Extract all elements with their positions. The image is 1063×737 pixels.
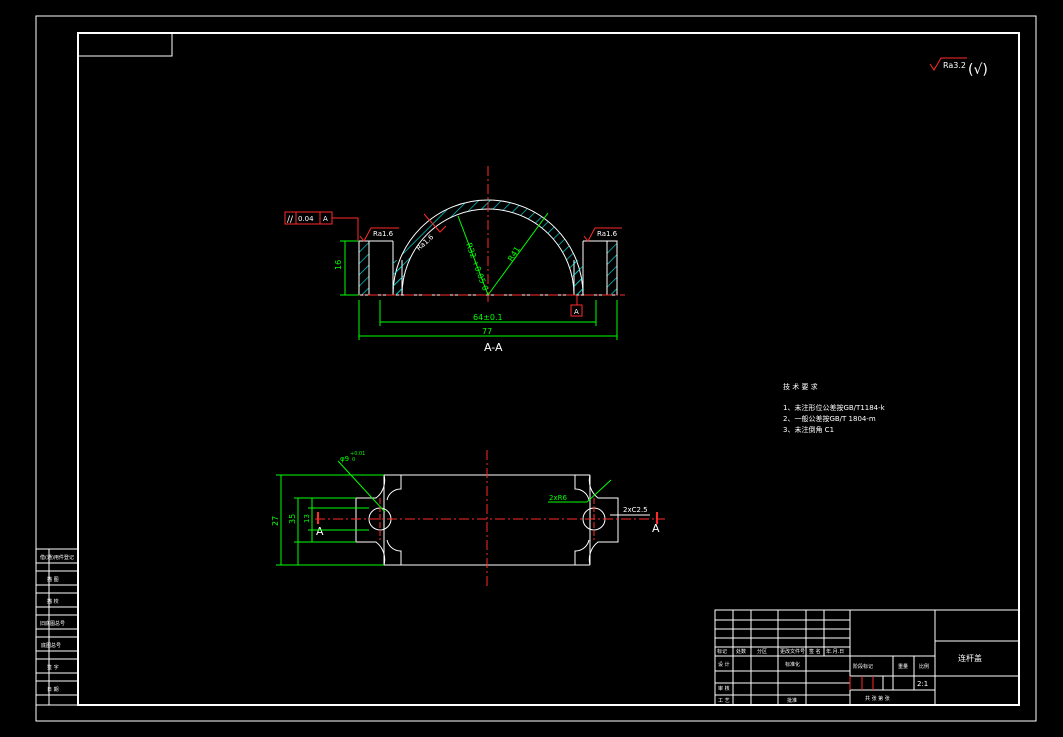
- tech-item: 3、未注倒角 C1: [783, 425, 834, 434]
- width-dim-outer: 77: [482, 327, 492, 336]
- tech-item: 1、未注形位公差按GB/T1184-k: [783, 403, 886, 412]
- radius-outer-dim: R41: [506, 245, 522, 263]
- stamp-cell: 签 字: [47, 664, 59, 671]
- inner-border: [77, 32, 1020, 706]
- row-header: 签 名: [809, 648, 821, 655]
- roughness-suffix: (√): [968, 62, 988, 78]
- stamp-cell: 旧底图总号: [40, 620, 65, 627]
- stage-header: 重量: [898, 663, 908, 670]
- section-mark-left: A: [316, 525, 324, 538]
- roughness-left: Ra1.6: [373, 230, 394, 238]
- parallelism-symbol: //: [287, 215, 294, 225]
- parallelism-value: 0.04: [298, 215, 314, 223]
- height-35-dim: 35: [288, 514, 297, 524]
- height-13-dim: 13: [303, 514, 311, 523]
- title-block-grid: [714, 609, 1020, 706]
- roughness-right: Ra1.6: [597, 230, 618, 238]
- width-dim-inner: 64±0.1: [473, 313, 503, 322]
- side-stamp-box: [35, 548, 79, 706]
- parallelism-datum: A: [323, 215, 328, 223]
- row-header: 更改文件号: [780, 648, 805, 655]
- stamp-cell: 借(通)用件登记: [40, 554, 74, 561]
- row-header: 年.月.日: [826, 648, 844, 655]
- standardization-label: 标准化: [785, 661, 800, 668]
- stamp-cell: 日 期: [47, 687, 59, 693]
- corner-code-box: [77, 32, 173, 57]
- plan-view: A A 27 35 13 φ9 +0.01 0 2xR6 2xC2.5: [271, 450, 665, 587]
- height-dim: 16: [334, 260, 343, 270]
- row-header: 分区: [757, 648, 767, 655]
- side-stamp-labels: 借(通)用件登记 描 图 描 校 旧底图总号 底图总号 签 字 日 期: [40, 554, 74, 693]
- chamfer-dim: 2xC2.5: [623, 506, 648, 514]
- stage-header: 比例: [919, 663, 929, 670]
- row-header: 标记: [717, 648, 727, 655]
- part-name: 连杆盖: [958, 653, 982, 663]
- hole-tol-upper: +0.01: [350, 451, 365, 457]
- tech-requirements: 技 术 要 求 1、未注形位公差按GB/T1184-k 2、一般公差按GB/T …: [783, 382, 886, 434]
- general-roughness-symbol: Ra3.2 (√): [929, 57, 988, 78]
- radius-inner-dim: R32 +0.05 0: [464, 242, 490, 292]
- tech-title: 技 术 要 求: [783, 382, 818, 391]
- height-27-dim: 27: [271, 516, 280, 526]
- tech-item: 2、一般公差按GB/T 1804-m: [783, 414, 876, 423]
- review-label: 审 核: [718, 685, 730, 692]
- scale-value: 2:1: [917, 680, 928, 688]
- title-block-text: 连杆盖 标记 处数 分区 更改文件号 签 名 年.月.日 设 计 标准化 审 核…: [717, 648, 982, 704]
- process-label: 工 艺: [718, 698, 730, 704]
- stamp-cell: 底图总号: [41, 642, 61, 649]
- approve-label: 批准: [787, 697, 797, 704]
- row-header: 处数: [736, 648, 746, 655]
- section-view: R32 +0.05 0 R41 16 64±0.1 77 A-A // 0.04…: [284, 166, 625, 354]
- section-label: A-A: [484, 341, 503, 354]
- datum-label: A: [574, 308, 579, 316]
- roughness-value: Ra3.2: [943, 61, 966, 70]
- hole-dim: φ9: [340, 455, 349, 463]
- sheet-text: 共 张 第 张: [865, 695, 890, 702]
- fillet-dim: 2xR6: [549, 494, 567, 502]
- stamp-cell: 描 校: [47, 598, 59, 605]
- stage-header: 阶段标记: [853, 663, 873, 670]
- outer-border: [35, 15, 1037, 722]
- design-label: 设 计: [718, 661, 730, 668]
- section-mark-right: A: [652, 522, 660, 535]
- hole-tol-lower: 0: [352, 457, 355, 463]
- stamp-cell: 描 图: [47, 576, 59, 583]
